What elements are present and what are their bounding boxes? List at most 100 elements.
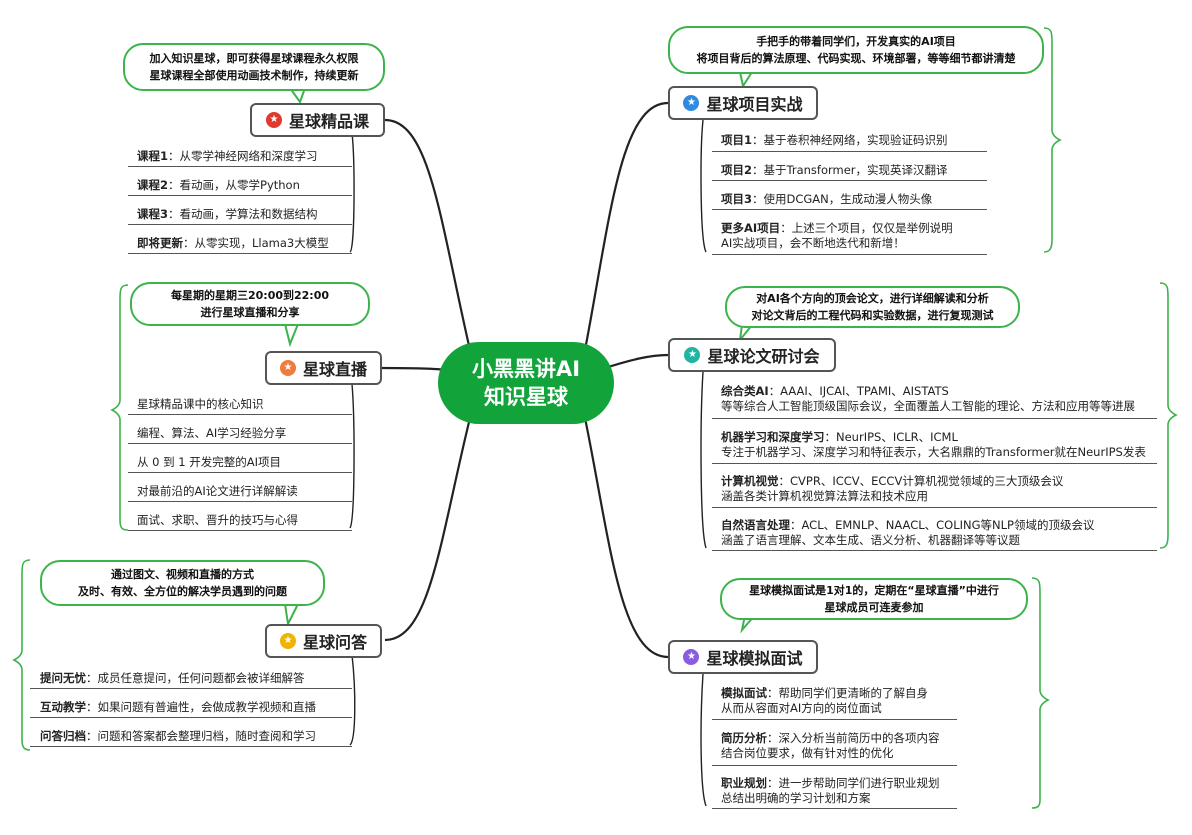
list-item[interactable]: 即将更新：从零实现，Llama3大模型: [137, 236, 329, 250]
callout-line: 通过图文、视频和直播的方式: [111, 568, 254, 581]
divider: [128, 195, 352, 196]
divider: [30, 746, 352, 747]
list-item[interactable]: 问答归档：问题和答案都会整理归档，随时查阅和学习: [40, 729, 316, 743]
list-item[interactable]: 面试、求职、晋升的技巧与心得: [137, 513, 298, 527]
bracket-qa: [12, 559, 31, 751]
divider: [712, 418, 1157, 419]
list-item[interactable]: 自然语言处理：ACL、EMNLP、NAACL、COLING等NLP领域的顶级会议…: [721, 518, 1095, 547]
node-course[interactable]: ★ 星球精品课: [250, 103, 385, 137]
divider: [712, 254, 987, 255]
list-item[interactable]: 项目3：使用DCGAN，生成动漫人物头像: [721, 192, 933, 206]
callout-line: 对论文背后的工程代码和实验数据，进行复现测试: [751, 309, 994, 322]
list-item[interactable]: 课程2：看动画，从零学Python: [137, 178, 300, 192]
callout-course: 加入知识星球，即可获得星球课程永久权限 星球课程全部使用动画技术制作，持续更新: [123, 43, 385, 91]
blue-star-icon: ★: [683, 95, 700, 111]
list-item[interactable]: 编程、算法、AI学习经验分享: [137, 426, 287, 440]
list-connector-live: [349, 383, 355, 529]
callout-qa: 通过图文、视频和直播的方式 及时、有效、全方位的解决学员遇到的问题: [40, 560, 325, 606]
branch-line-interview: [583, 417, 669, 659]
divider: [712, 180, 987, 181]
callout-tail-qa: [284, 603, 299, 628]
purple-star-icon: ★: [683, 649, 700, 665]
teal-star-icon: ★: [684, 347, 701, 363]
divider: [128, 443, 352, 444]
node-title: 星球项目实战: [706, 95, 803, 114]
list-item[interactable]: 职业规划：进一步帮助同学们进行职业规划总结出明确的学习计划和方案: [721, 776, 940, 805]
callout-interview: 星球模拟面试是1对1的，定期在“星球直播”中进行 星球成员可连麦参加: [720, 578, 1028, 620]
list-connector-qa: [349, 654, 356, 746]
callout-line: 将项目背后的算法原理、代码实现、环境部署，等等细节都讲清楚: [696, 52, 1016, 65]
node-title: 星球精品课: [288, 112, 369, 131]
list-item[interactable]: 从 0 到 1 开发完整的AI项目: [137, 455, 282, 469]
callout-line: 星球成员可连麦参加: [824, 601, 924, 614]
callout-tail-live: [284, 323, 299, 348]
branch-line-course: [384, 118, 472, 351]
list-item[interactable]: 计算机视觉：CVPR、ICCV、ECCV计算机视觉领域的三大顶级会议涵盖各类计算…: [721, 474, 1064, 503]
bracket-paper: [1159, 282, 1178, 549]
node-live[interactable]: ★ 星球直播: [265, 351, 382, 385]
divider: [128, 530, 352, 531]
list-connector-project: [700, 119, 707, 253]
callout-live: 每星期的星期三20:00到22:00 进行星球直播和分享: [130, 282, 370, 326]
callout-line: 星球模拟面试是1对1的，定期在“星球直播”中进行: [749, 584, 999, 597]
list-item[interactable]: 提问无忧：成员任意提问，任何问题都会被详细解答: [40, 671, 305, 685]
list-item[interactable]: 对最前沿的AI论文进行详解解读: [137, 484, 298, 498]
callout-tail-project: [739, 71, 753, 89]
node-title: 星球模拟面试: [706, 649, 803, 668]
callout-line: 及时、有效、全方位的解决学员遇到的问题: [78, 585, 287, 598]
list-connector-course: [349, 132, 355, 253]
callout-line: 加入知识星球，即可获得星球课程永久权限: [149, 52, 359, 65]
divider: [30, 688, 352, 689]
bracket-interview: [1031, 577, 1050, 809]
list-connector-interview: [700, 673, 707, 807]
list-item[interactable]: 模拟面试：帮助同学们更清晰的了解自身从而从容面对AI方向的岗位面试: [721, 686, 928, 715]
node-project[interactable]: ★ 星球项目实战: [668, 86, 818, 120]
divider: [712, 765, 957, 766]
list-item[interactable]: 项目1：基于卷积神经网络，实现验证码识别: [721, 133, 948, 147]
list-item[interactable]: 星球精品课中的核心知识: [137, 397, 264, 411]
branch-line-live: [379, 366, 449, 372]
divider: [128, 166, 352, 167]
node-title: 星球问答: [302, 633, 367, 652]
callout-line: 星球课程全部使用动画技术制作，持续更新: [149, 69, 359, 82]
yellow-star-icon: ★: [279, 633, 296, 649]
list-item[interactable]: 课程3：看动画，学算法和数据结构: [137, 207, 318, 221]
list-item[interactable]: 课程1：从零学神经网络和深度学习: [137, 149, 318, 163]
divider: [128, 253, 352, 254]
branch-line-qa: [384, 417, 472, 642]
node-interview[interactable]: ★ 星球模拟面试: [668, 640, 818, 674]
callout-line: 对AI各个方向的顶会论文，进行详细解读和分析: [756, 292, 989, 305]
callout-paper: 对AI各个方向的顶会论文，进行详细解读和分析 对论文背后的工程代码和实验数据，进…: [725, 286, 1020, 328]
divider: [128, 414, 352, 415]
branch-line-paper: [604, 353, 669, 370]
list-connector-paper: [700, 371, 707, 549]
divider: [128, 472, 352, 473]
callout-tail-course: [289, 87, 306, 105]
callout-project: 手把手的带着同学们，开发真实的AI项目 将项目背后的算法原理、代码实现、环境部署…: [668, 26, 1044, 74]
node-title: 星球论文研讨会: [707, 347, 820, 366]
node-title: 星球直播: [302, 360, 367, 379]
divider: [128, 501, 352, 502]
divider: [712, 209, 987, 210]
divider: [712, 719, 957, 720]
callout-line: 手把手的带着同学们，开发真实的AI项目: [756, 35, 956, 48]
divider: [30, 717, 352, 718]
node-qa[interactable]: ★ 星球问答: [265, 624, 382, 658]
list-item[interactable]: 项目2：基于Transformer，实现英译汉翻译: [721, 163, 948, 177]
callout-line: 每星期的星期三20:00到22:00: [170, 289, 330, 302]
node-paper[interactable]: ★ 星球论文研讨会: [668, 338, 836, 372]
list-item[interactable]: 互动教学：如果问题有普遍性，会做成教学视频和直播: [40, 700, 316, 714]
list-item[interactable]: 简历分析：深入分析当前简历中的各项内容结合岗位要求，做有针对性的优化: [721, 731, 940, 760]
divider: [128, 224, 352, 225]
divider: [712, 463, 1157, 464]
divider: [712, 808, 957, 809]
callout-line: 进行星球直播和分享: [200, 306, 300, 319]
red-star-icon: ★: [265, 112, 282, 128]
divider: [712, 507, 1157, 508]
bracket-project: [1043, 27, 1062, 253]
center-node[interactable]: 小黑黑讲AI 知识星球: [438, 342, 614, 424]
center-title-line2: 知识星球: [484, 385, 568, 409]
